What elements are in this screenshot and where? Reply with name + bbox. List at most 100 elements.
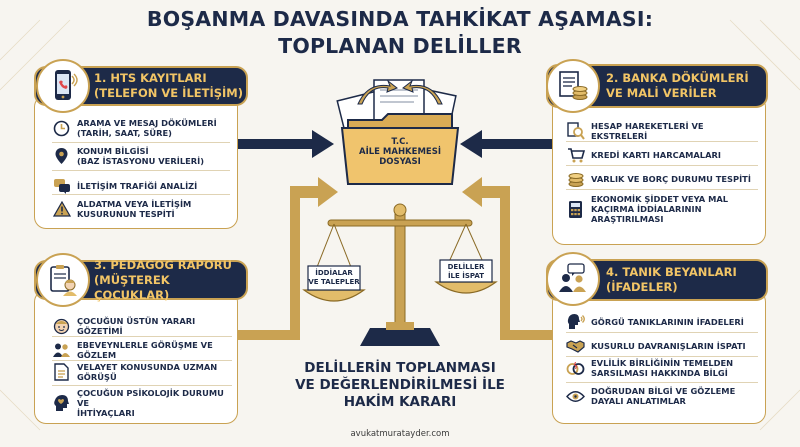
divider <box>566 189 758 190</box>
arrow-banka-shaft <box>478 139 558 149</box>
center-line3: HAKİM KARARI <box>343 394 457 410</box>
warning-icon <box>52 200 71 219</box>
card-hts-subtitle: (TELEFON VE İLETİŞİM) <box>94 86 244 100</box>
item-text: KUSURLU DAVRANIŞLARIN İSPATI <box>591 340 746 351</box>
witnesses-speech-icon <box>546 252 600 306</box>
item-text: ALDATMA VEYA İLETİŞİM <box>77 199 192 209</box>
location-pin-icon <box>52 147 71 166</box>
item-text: EBEVEYNLERLE GÖRÜŞME VE GÖZLEM <box>77 340 213 360</box>
folder-line2: AİLE MAHKEMESİ <box>358 147 442 157</box>
smartphone-icon <box>36 59 90 113</box>
divider <box>52 194 230 195</box>
coins-icon <box>566 169 585 188</box>
divider <box>52 142 230 143</box>
arrow-pedagog <box>236 177 338 340</box>
page-title-line2: TOPLANAN DELİLLER <box>278 34 522 58</box>
divider <box>566 356 758 357</box>
list-item: GÖRGÜ TANIKLARININ İFADELERİ <box>566 312 762 331</box>
bank-statement-coins-icon <box>546 59 600 113</box>
center-line1: DELİLLERİN TOPLANMASI <box>304 360 496 376</box>
list-item: İLETİŞİM TRAFİĞİ ANALİZİ <box>52 176 232 195</box>
divider <box>52 170 230 171</box>
magnifier-document-icon <box>566 122 585 141</box>
card-pedagog-subtitle: (MÜŞTEREK ÇOCUKLAR) <box>94 272 170 302</box>
page-title-line1: BOŞANMA DAVASINDA TAHKİKAT AŞAMASI: <box>146 7 654 31</box>
list-item: ÇOCUĞUN ÜSTÜN YARARI GÖZETİMİ <box>52 316 236 336</box>
item-text-3: ARAŞTIRILMASI <box>591 214 664 224</box>
card-banka-subtitle: VE MALİ VERİLER <box>606 86 717 100</box>
item-text-2: İHTİYAÇLARI <box>77 408 135 418</box>
divider <box>52 360 232 361</box>
calculator-icon <box>566 200 585 219</box>
scale-left-label: İDDİALAR VE TALEPLER <box>308 269 360 286</box>
shopping-cart-icon <box>566 145 585 164</box>
item-text: VELAYET KONUSUNDA UZMAN <box>77 362 218 372</box>
item-text: GÖRGÜ TANIKLARININ İFADELERİ <box>591 316 744 327</box>
eye-icon <box>566 387 585 406</box>
card-hts <box>34 95 238 229</box>
scale-left-line1: İDDİALAR <box>315 269 353 277</box>
item-text-2: (BAZ İSTASYONU VERİLERİ) <box>77 156 205 166</box>
item-text: VARLIK VE BORÇ DURUMU TESPİTİ <box>591 173 751 184</box>
justice-scale-icon <box>302 203 498 346</box>
divider <box>566 332 758 333</box>
item-text-2: DAYALI ANLATIMLAR <box>591 396 686 406</box>
item-text: KREDİ KARTI HARCAMALARI <box>591 149 721 160</box>
item-text: İLETİŞİM TRAFİĞİ ANALİZİ <box>77 180 198 191</box>
card-tanik-title: 4. TANIK BEYANLARI <box>606 265 737 279</box>
head-heart-icon <box>52 394 71 413</box>
list-item: VARLIK VE BORÇ DURUMU TESPİTİ <box>566 169 762 188</box>
center-line2: VE DEĞERLENDİRİLMESİ İLE <box>295 377 505 393</box>
item-text: ÇOCUĞUN ÜSTÜN YARARI GÖZETİMİ <box>77 316 196 336</box>
list-item: ARAMA VE MESAJ DÖKÜMLERİ(TARİH, SAAT, SÜ… <box>52 118 232 138</box>
item-text: HESAP HAREKETLERİ VE EKSTRELERİ <box>591 121 704 141</box>
item-text-2: KUSURUNUN TESPİTİ <box>77 209 175 219</box>
arrow-banka-head <box>460 130 482 158</box>
child-face-icon <box>52 317 71 336</box>
card-pedagog-title: 3. PEDAGOG RAPORU <box>94 257 232 272</box>
folder-line1: T.C. <box>391 137 409 147</box>
card-tanik-subtitle: (İFADELER) <box>606 280 678 294</box>
card-banka <box>552 95 766 245</box>
item-text: KONUM BİLGİSİ <box>77 146 149 156</box>
divider <box>566 382 758 383</box>
item-text: DOĞRUDAN BİLGİ VE GÖZLEME <box>591 386 736 396</box>
arrow-hts-head <box>312 130 334 158</box>
folder-line3: DOSYASI <box>379 157 421 167</box>
scale-left-line2: VE TALEPLER <box>308 277 360 286</box>
folder-label: T.C. AİLE MAHKEMESİ DOSYASI <box>345 137 455 167</box>
list-item: KUSURLU DAVRANIŞLARIN İSPATI <box>566 336 762 355</box>
people-icon <box>52 341 71 360</box>
divider <box>566 141 758 142</box>
divider <box>52 336 232 337</box>
case-folder-icon <box>336 79 460 185</box>
scale-right-label: DELİLLER İLE İSPAT <box>440 263 492 280</box>
chat-bubbles-icon <box>52 176 71 195</box>
item-text-2: KAÇIRMA İDDİALARININ <box>591 204 702 214</box>
arrow-hts-shaft <box>236 139 316 149</box>
item-text: EVLİLİK BİRLİĞİNİN TEMELDEN <box>591 358 734 368</box>
broken-rings-icon <box>566 359 585 378</box>
footer-website: avukatmuratayder.com <box>350 429 450 439</box>
item-text: ARAMA VE MESAJ DÖKÜMLERİ <box>77 118 217 128</box>
item-text: EKONOMİK ŞİDDET VEYA MAL <box>591 194 729 204</box>
list-item: KONUM BİLGİSİ(BAZ İSTASYONU VERİLERİ) <box>52 146 232 166</box>
list-item: HESAP HAREKETLERİ VE EKSTRELERİ <box>566 121 762 141</box>
document-icon <box>52 363 71 382</box>
scale-right-line2: İLE İSPAT <box>447 271 485 280</box>
list-item: KREDİ KARTI HARCAMALARI <box>566 145 762 164</box>
handshake-icon <box>566 336 585 355</box>
list-item: EBEVEYNLERLE GÖRÜŞME VE GÖZLEM <box>52 340 236 360</box>
item-text-2: SARSILMASI HAKKINDA BİLGİ <box>591 368 728 378</box>
card-tanik <box>552 290 766 424</box>
arrow-tanik <box>462 177 564 340</box>
divider <box>52 385 232 386</box>
scale-right-line1: DELİLLER <box>447 263 485 271</box>
